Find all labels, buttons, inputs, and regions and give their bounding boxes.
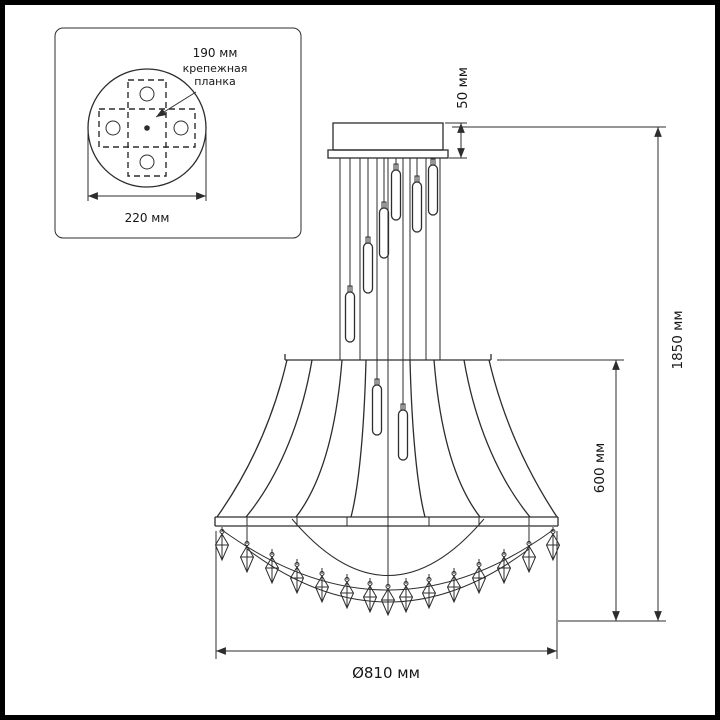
mounting-bracket-cross [98, 79, 196, 177]
mounting-plate-inset: 190 мм крепежная планка 220 мм [54, 27, 302, 239]
dim-label-diameter: Ø810 мм [352, 664, 420, 682]
frame-struts [216, 359, 558, 518]
crystal-drops [215, 527, 560, 616]
frame-upper-ring [284, 354, 492, 361]
dim-diameter: Ø810 мм [215, 531, 558, 682]
dim-label-body-height: 600 мм [592, 443, 608, 493]
dim-label-plate-width: 190 мм [193, 46, 238, 60]
bracket-leader-line [155, 91, 197, 118]
dim-body-height: 600 мм [497, 359, 624, 621]
bottom-rim [214, 516, 559, 527]
led-pendant-tubes [344, 158, 439, 461]
canopy-circle [87, 68, 207, 188]
ceiling-canopy [327, 122, 449, 159]
dim-total-height: 1850 мм [452, 126, 686, 622]
dim-label-base-diameter: 220 мм [125, 211, 170, 225]
suspension-wires [339, 158, 441, 585]
dim-label-canopy-height: 50 мм [455, 67, 471, 109]
dim-base-diameter: 220 мм [87, 131, 207, 225]
bracket-label-line2: планка [194, 75, 236, 88]
inset-box [54, 27, 302, 239]
dim-canopy-height: 50 мм [445, 67, 471, 159]
bracket-label-line1: крепежная [183, 62, 248, 75]
dim-label-total-height: 1850 мм [670, 310, 686, 369]
chandelier-side-view [214, 122, 560, 616]
